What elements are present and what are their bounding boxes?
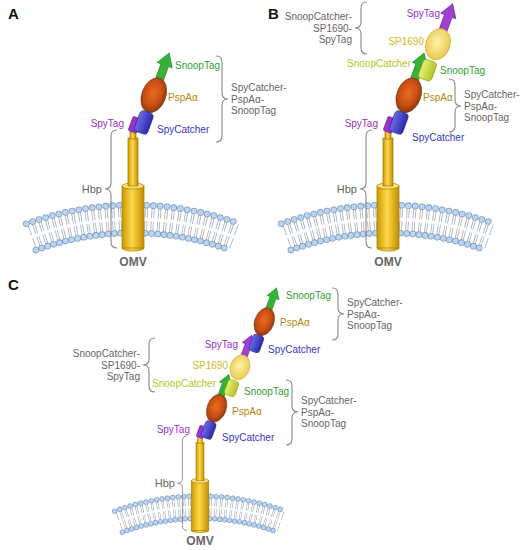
domain-label: SP1690: [388, 36, 424, 48]
bracket-label: SnoopCatcher- SP1690- SpyTag: [285, 11, 352, 46]
domain-label: SpyCatcher: [268, 344, 320, 356]
bracket-label: SnoopCatcher- SP1690- SpyTag: [73, 348, 140, 383]
domain-label: SP1690: [192, 360, 228, 372]
part-label: Hbp: [155, 477, 175, 490]
bracket-label: SpyCatcher- PspAα- SnoopTag: [301, 395, 357, 430]
bracket-label: SpyCatcher- PspAα- SnoopTag: [231, 82, 287, 117]
domain-label: PspAα: [280, 317, 310, 329]
bracket: [449, 79, 461, 132]
bracket-label: SpyCatcher- PspAα- SnoopTag: [464, 89, 520, 124]
domain-label: SpyTag: [91, 118, 124, 130]
panel-b-art: [281, 0, 494, 251]
part-label: OMV: [119, 256, 146, 270]
domain-label: SpyCatcher: [412, 132, 464, 144]
omv-with-hbp: [115, 425, 286, 533]
domain-label: SpyTag: [205, 339, 238, 351]
part-label: OMV: [186, 535, 213, 549]
domain-label: SpyTag: [157, 424, 190, 436]
domain-label: SpyCatcher: [157, 124, 209, 136]
part-label: OMV: [374, 256, 401, 270]
omv-with-hbp: [26, 116, 239, 251]
domain-label: SpyTag: [407, 8, 440, 20]
domain-label: SnoopCatcher: [347, 58, 411, 70]
bracket: [355, 2, 367, 54]
domain-label: SpyTag: [345, 118, 378, 130]
panel-letter: B: [268, 5, 279, 22]
domain-label: PspAα: [232, 406, 262, 418]
domain-label: SnoopTag: [244, 386, 289, 398]
domain-label: SnoopTag: [286, 290, 331, 302]
domain-label: SpyCatcher: [222, 432, 274, 444]
domain-label: PspAα: [423, 92, 453, 104]
part-label: Hbp: [82, 183, 102, 196]
panel-letter: C: [8, 276, 19, 293]
domain-label: SnoopTag: [440, 65, 485, 77]
bracket: [332, 288, 344, 340]
panel-a-art: [26, 49, 239, 251]
domain-label: PspAα: [168, 92, 198, 104]
domain-label: SnoopTag: [175, 60, 220, 72]
panel-letter: A: [8, 5, 19, 22]
part-label: Hbp: [337, 183, 357, 196]
omv-with-hbp: [281, 116, 494, 251]
panel-c-art: [115, 279, 286, 532]
domain-label: SnoopCatcher: [152, 378, 216, 390]
bracket-label: SpyCatcher- PspAα- SnoopTag: [347, 297, 403, 332]
